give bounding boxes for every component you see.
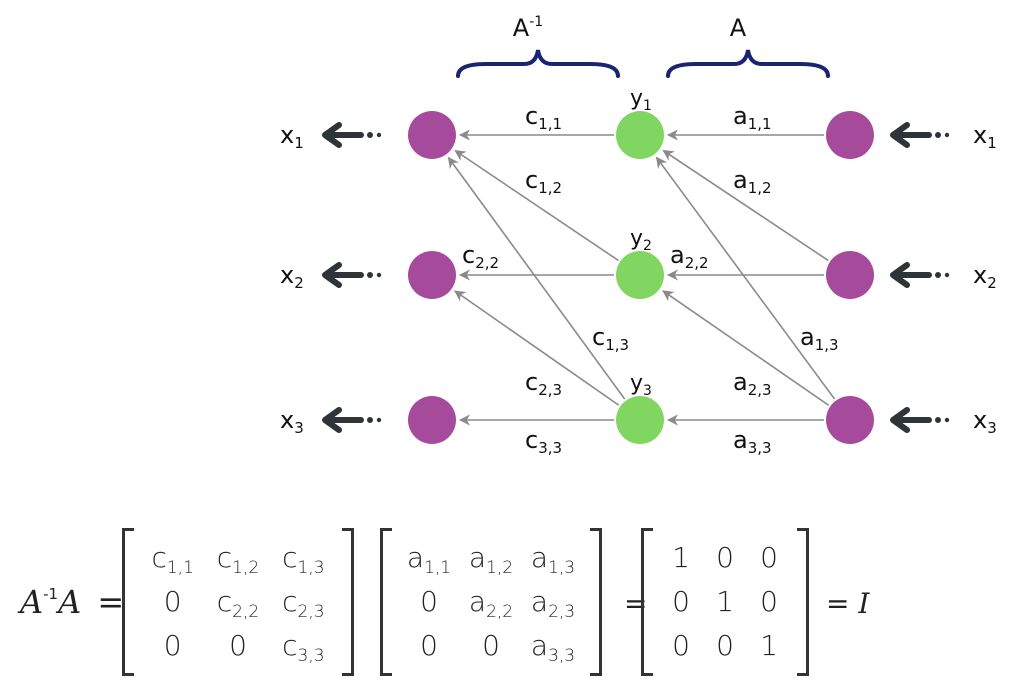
identity-cell-2-1: 0 (672, 585, 690, 618)
input-label-x1: x1 (973, 121, 997, 152)
hidden-node-y1 (616, 111, 664, 159)
input-node-3 (826, 396, 874, 444)
matrix-c: c1,1 c1,2 c1,3 0 c2,2 c2,3 0 0 c3,3 (122, 528, 354, 676)
matrix-c-cell-2-3: c2,3 (282, 585, 325, 622)
edge-label-a-2-2: a2,2 (670, 241, 709, 272)
matrix-a-cell-1-2: a1,2 (468, 541, 514, 578)
left-bracket (122, 528, 134, 676)
right-bracket (590, 528, 602, 676)
lhs-base-a: A (58, 583, 82, 621)
edge-label-a-1-1: a1,1 (733, 102, 772, 133)
output-node-1 (408, 111, 456, 159)
edge-label-c-2-3: c2,3 (525, 368, 562, 399)
edge-c-1-2 (454, 149, 619, 262)
edge-label-a-1-3: a1,3 (800, 323, 839, 354)
left-bracket (641, 528, 653, 676)
matrix-c-grid: c1,1 c1,2 c1,3 0 c2,2 c2,3 0 0 c3,3 (140, 536, 336, 668)
input-node-1 (826, 111, 874, 159)
input-arrow-x1 (890, 122, 950, 148)
right-bracket (797, 528, 809, 676)
output-label-x3: x3 (280, 406, 304, 437)
matrix-c-cell-3-1: 0 (163, 629, 182, 662)
edge-a-2-3 (662, 290, 830, 406)
output-arrow-x3 (322, 407, 382, 433)
matrix-a: a1,1 a1,2 a1,3 0 a2,2 a2,3 0 0 a3,3 (380, 528, 602, 676)
identity-cell-1-3: 0 (760, 541, 778, 574)
identity-cell-2-3: 0 (760, 585, 778, 618)
identity-cell-1-1: 1 (672, 541, 690, 574)
matrix-c-cell-3-2: 0 (229, 629, 247, 662)
matrix-a-cell-2-3: a2,3 (530, 585, 576, 622)
matrix-a-cell-3-1: 0 (420, 629, 438, 662)
identity-cell-3-3: 1 (760, 629, 778, 662)
identity-cell-1-2: 0 (716, 541, 734, 574)
brace-label-forward: A (730, 14, 747, 42)
matrix-a-grid: a1,1 a1,2 a1,3 0 a2,2 a2,3 0 0 a3,3 (398, 536, 584, 668)
matrix-c-cell-2-2: c2,2 (216, 585, 260, 622)
identity-cell-3-1: 0 (672, 629, 690, 662)
equals-sign-1: = (97, 583, 125, 621)
matrix-a-cell-1-3: a1,3 (530, 541, 576, 578)
output-node-3 (408, 396, 456, 444)
lhs-base-a-inverse: A (20, 583, 44, 621)
matrix-a-cell-2-1: 0 (420, 585, 438, 618)
matrix-c-cell-2-1: 0 (163, 585, 182, 618)
brace-forward (666, 49, 830, 78)
matrix-c-cell-1-1: c1,1 (151, 541, 194, 578)
matrix-a-cell-3-2: 0 (482, 629, 500, 662)
edge-a-1-2 (662, 149, 829, 262)
hidden-node-y3 (616, 396, 664, 444)
output-label-x1: x1 (280, 121, 304, 152)
identity-cell-2-2: 1 (716, 585, 734, 618)
matrix-a-cell-3-3: a3,3 (530, 629, 576, 666)
identity-cell-3-2: 0 (716, 629, 734, 662)
edge-a-1-3 (655, 156, 836, 400)
output-node-2 (408, 251, 456, 299)
hidden-node-y2 (616, 251, 664, 299)
edge-label-c-1-3: c1,3 (592, 323, 629, 354)
equation-result: = I (826, 587, 869, 620)
right-bracket (342, 528, 354, 676)
input-arrow-x3 (890, 407, 950, 433)
input-label-x2: x2 (973, 261, 997, 292)
left-bracket (380, 528, 392, 676)
input-arrow-x2 (890, 262, 950, 288)
equals-sign-3: = (826, 587, 850, 620)
edge-label-c-1-1: c1,1 (525, 102, 562, 133)
edge-label-c-1-2: c1,2 (525, 166, 562, 197)
hidden-label-y3: y3 (630, 371, 652, 399)
network-diagram: A-1 A a1,1 a1,2 a1,3 a2,2 a2,3 a3,3 c1,1 c1,2 c1,… (280, 14, 997, 457)
edge-c-1-3 (447, 156, 626, 400)
matrix-a-cell-2-2: a2,2 (468, 585, 514, 622)
edge-label-a-1-2: a1,2 (733, 166, 772, 197)
matrix-c-cell-3-3: c3,3 (282, 629, 325, 666)
lhs-superscript: -1 (43, 585, 59, 603)
identity-symbol: I (858, 587, 870, 620)
input-node-2 (826, 251, 874, 299)
hidden-label-y1: y1 (630, 86, 652, 114)
output-label-x2: x2 (280, 261, 304, 292)
edge-label-c-3-3: c3,3 (525, 426, 562, 457)
matrix-a-cell-1-1: a1,1 (406, 541, 452, 578)
edge-c-2-3 (454, 290, 620, 406)
edge-label-a-3-3: a3,3 (733, 426, 772, 457)
output-arrow-x2 (322, 262, 382, 288)
brace-inverse (456, 49, 620, 78)
edge-label-c-2-2: c2,2 (462, 241, 499, 272)
output-arrow-x1 (322, 122, 382, 148)
input-label-x3: x3 (973, 406, 997, 437)
matrix-c-cell-1-3: c1,3 (282, 541, 325, 578)
equation-lhs: A-1A = (20, 583, 124, 621)
matrix-c-cell-1-2: c1,2 (216, 541, 260, 578)
hidden-label-y2: y2 (630, 226, 652, 254)
edge-label-a-2-3: a2,3 (733, 368, 772, 399)
brace-label-inverse: A-1 (513, 14, 543, 42)
